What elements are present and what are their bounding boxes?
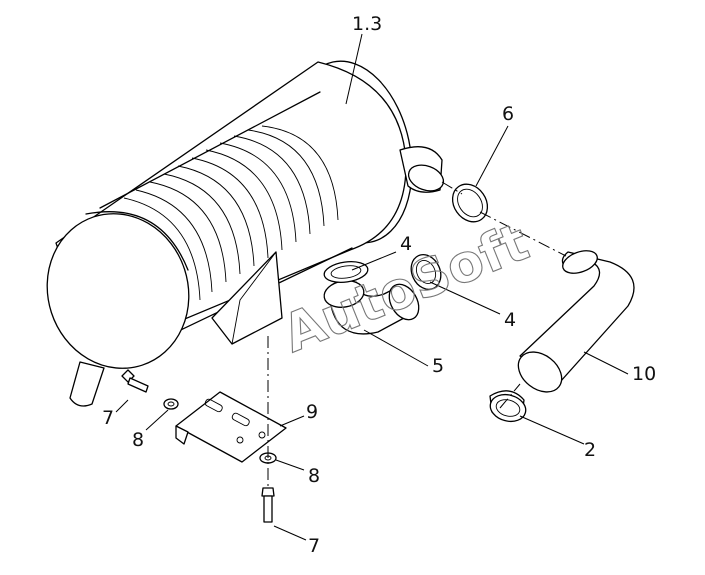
label-part-1-3: 1.3 xyxy=(352,13,382,35)
label-part-7b: 7 xyxy=(308,535,320,557)
label-part-6: 6 xyxy=(502,103,514,125)
air-filter-housing xyxy=(46,60,445,407)
bracket-part-9 xyxy=(175,391,287,463)
bolt-part-7a xyxy=(121,369,149,393)
clamps-part-4 xyxy=(323,253,442,291)
label-part-8b: 8 xyxy=(308,465,320,487)
label-part-4a: 4 xyxy=(400,233,412,255)
label-part-5: 5 xyxy=(432,355,444,377)
label-part-2: 2 xyxy=(584,439,596,461)
leader-lines xyxy=(115,33,629,541)
label-part-8a: 8 xyxy=(132,429,144,451)
clamp-part-6 xyxy=(451,183,489,223)
label-part-4b: 4 xyxy=(504,309,516,331)
hose-part-10 xyxy=(517,250,635,393)
washer-part-8a xyxy=(163,398,179,410)
elbow-pipe-part-5 xyxy=(323,280,420,335)
label-part-7a: 7 xyxy=(102,407,114,429)
bolt-part-7b xyxy=(261,487,275,523)
clamp-part-2 xyxy=(489,390,527,423)
label-part-10: 10 xyxy=(632,363,656,385)
label-part-9: 9 xyxy=(306,401,318,423)
